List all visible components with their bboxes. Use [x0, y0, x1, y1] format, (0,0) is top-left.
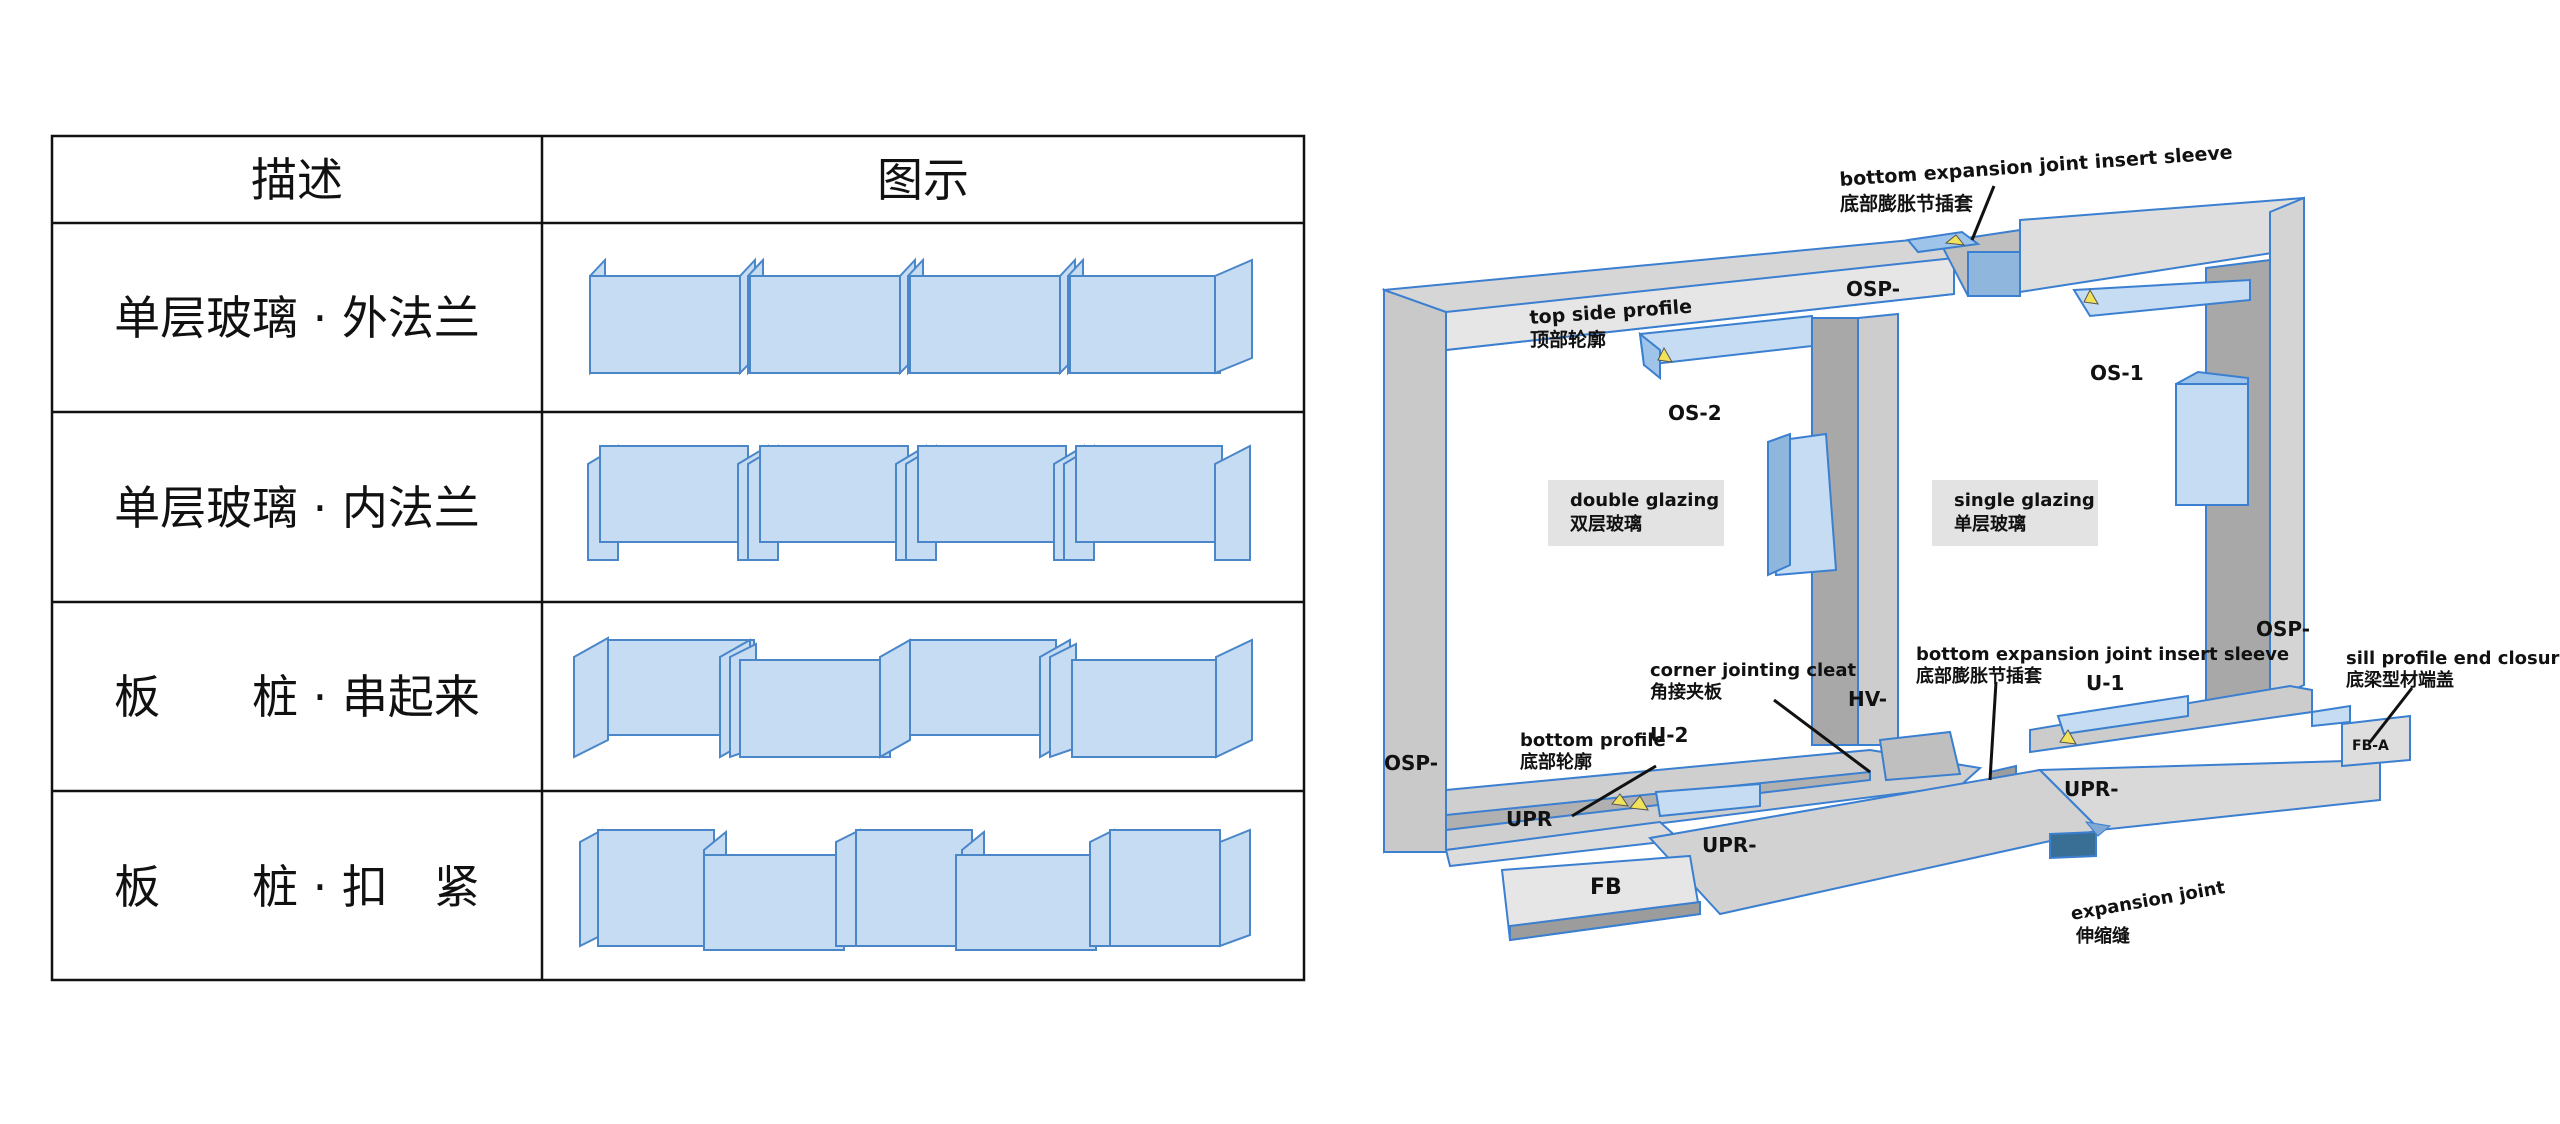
label-sill-en: sill profile end closure: [2346, 648, 2560, 669]
label-u2: U-2: [1650, 723, 1688, 747]
header-illustration: 图示: [877, 153, 969, 207]
frame-structure: [1381, 196, 2411, 942]
row-label-outer-flange: 单层玻璃 · 外法兰: [114, 291, 480, 345]
label-bottom-en: bottom profile: [1520, 730, 1666, 751]
row-label-strung: 板 桩 · 串起来: [114, 670, 480, 724]
leader-lines: [1571, 185, 2414, 818]
illustration-outer-flange: [589, 257, 1253, 376]
label-os1: OS-1: [2090, 361, 2144, 385]
profile-table: 描述 图示 单层玻璃 · 外法兰 单层玻璃 · 内法兰 板 桩 · 串起来 板 …: [50, 134, 1306, 982]
label-os2: OS-2: [1668, 401, 1722, 425]
row-label-clasped: 板 桩 · 扣 紧: [114, 860, 480, 914]
label-top-side-zh: 顶部轮廓: [1530, 328, 1606, 351]
label-osp-top: OSP-: [1846, 277, 1900, 301]
label-corner-zh: 角接夹板: [1650, 681, 1723, 703]
label-sleeve-top-zh: 底部膨胀节插套: [1840, 192, 1974, 215]
illustration-strung: [573, 636, 1253, 759]
label-upr-mid: UPR-: [1702, 833, 1757, 857]
row-label-inner-flange: 单层玻璃 · 内法兰: [114, 481, 480, 535]
label-single-en: single glazing: [1954, 490, 2095, 511]
header-description: 描述: [251, 153, 343, 207]
label-single-zh: 单层玻璃: [1954, 513, 2026, 535]
label-fb: FB: [1590, 875, 1622, 900]
label-osp-left: OSP-: [1384, 751, 1438, 775]
label-osp-right: OSP-: [2256, 617, 2310, 641]
label-double-en: double glazing: [1570, 490, 1719, 511]
label-bottom-zh: 底部轮廓: [1520, 751, 1592, 773]
label-sleeve-bot-en: bottom expansion joint insert sleeve: [1916, 644, 2289, 665]
label-u1: U-1: [2086, 671, 2124, 695]
label-sleeve-top-en: bottom expansion joint insert sleeve: [1839, 142, 2233, 191]
label-corner-en: corner jointing cleat: [1650, 660, 1857, 681]
label-upr-right: UPR-: [2064, 777, 2119, 801]
table-grid: [50, 134, 1306, 982]
label-panels: [1548, 480, 2098, 546]
label-expansion-en: expansion joint: [2069, 877, 2227, 925]
illustration-inner-flange: [587, 444, 1251, 561]
label-fb-right: FB-A: [2352, 738, 2389, 754]
label-sill-zh: 底梁型材端盖: [2346, 669, 2454, 691]
label-expansion-zh: 伸缩缝: [2075, 925, 2130, 947]
label-double-zh: 双层玻璃: [1570, 513, 1642, 535]
label-sleeve-bot-zh: 底部膨胀节插套: [1916, 665, 2042, 687]
label-hv: HV-: [1848, 687, 1887, 711]
label-upr-left: UPR: [1506, 807, 1552, 831]
illustration-clasped: [579, 828, 1251, 951]
